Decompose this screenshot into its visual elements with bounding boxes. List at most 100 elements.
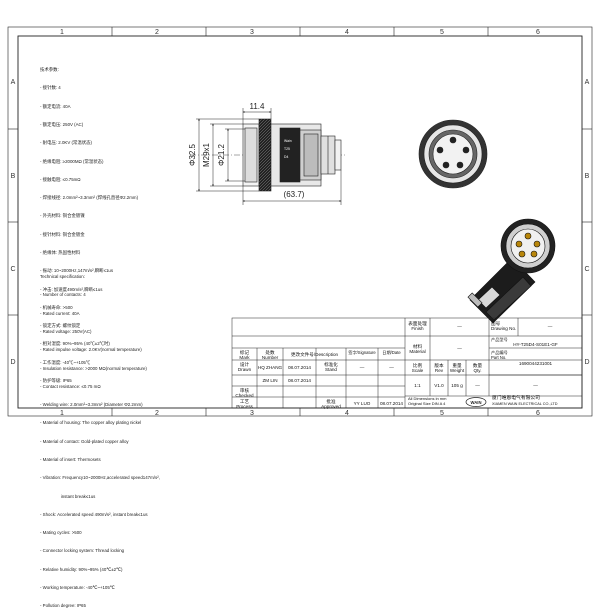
spec-cn-line: - 额定电压: 250V (AC) [40, 122, 84, 128]
tb-extra-value: — [533, 383, 538, 388]
spec-en-line: - Shock: Accelerated speed 490m/s², inst… [40, 511, 148, 517]
spec-en-line: - Rated voltage: 250V(AC) [40, 329, 92, 335]
spec-cn-line: - 振动: 10~2000Hz,147m/s²,瞬断≤1us [40, 268, 114, 274]
spec-cn-line: - 耐电压: 2.0KV (常温状态) [40, 140, 92, 146]
dim-outer-diameter: Φ32.5 [188, 143, 197, 166]
tb-sign: 签字/Signature [348, 350, 376, 355]
tb-rev-value: V1.0 [434, 383, 444, 388]
tb-change: 更改文件号/Description [290, 352, 339, 357]
tb-scale-value: 1:1 [414, 383, 421, 388]
spec-cn-line: - 冲击: 加速度490m/s²,瞬断≤1us [40, 286, 103, 292]
zone-top-2: 2 [155, 29, 159, 36]
dim-total-length: (63.7) [284, 190, 305, 199]
tb-checked-date: 08.07.2014 [288, 378, 311, 383]
tb-approved-name: YY LUO [353, 401, 371, 406]
zone-right-a: A [585, 79, 590, 86]
spec-en-line: - Vibration: Frequency10~2000Hz,accelera… [40, 475, 160, 481]
connector-photo [467, 218, 556, 324]
spec-english: Technical specification: - Number of con… [40, 262, 160, 615]
tb-drawn-date: 08.07.2014 [288, 365, 311, 370]
spec-en-line: - Working temperature: -40℃~+105℃ [40, 584, 115, 590]
tb-drawn-name: HQ ZHANG [257, 365, 283, 370]
spec-en-line: - Pollution degree: IP65 [40, 603, 86, 609]
zone-top-5: 5 [440, 29, 444, 36]
spec-cn-line: 技术参数: [40, 67, 59, 73]
tb-checked-name: ZM LIN [262, 378, 278, 383]
zone-bottom-6: 6 [536, 410, 540, 417]
spec-en-line: - Rated current: 40A [40, 310, 80, 316]
zone-right-d: D [584, 359, 589, 366]
spec-cn-line: - 相对湿度: 90%~95% (40℃±2℃时) [40, 341, 110, 347]
spec-en-line: - Material of insert: Thermosets [40, 457, 101, 462]
zone-ticks [8, 27, 592, 416]
spec-en-line: Technical specification: [40, 274, 85, 280]
company-logo: WAIN [465, 397, 487, 407]
spec-cn-line: - 接针数: 4 [40, 85, 61, 91]
zone-right-c: C [584, 266, 589, 273]
drawing-sheet: 1 2 3 4 5 6 1 2 3 4 5 6 A B C D A B C D [7, 26, 593, 608]
zone-left-d: D [10, 359, 15, 366]
drawing-canvas: 1 2 3 4 5 6 1 2 3 4 5 6 A B C D A B C D [7, 26, 593, 417]
zone-bottom-1: 1 [60, 410, 64, 417]
spec-cn-line: - 机械寿命: >500 [40, 304, 73, 310]
tb-drawing-no-value: — [547, 324, 553, 329]
zone-top-4: 4 [345, 29, 349, 36]
zone-right-b: B [585, 173, 590, 180]
spec-en-line: - Relative humidity: 90%~95% (40℃±2℃) [40, 566, 123, 572]
tb-model-label: 产品型号 [491, 337, 508, 342]
zone-top-3: 3 [250, 29, 254, 36]
spec-en-line: - Insulation resistance: >2000 MΩ(normal… [40, 365, 147, 371]
spec-en-line: - Welding wire: 2.0mm²~3.3mm² (Diameter … [40, 402, 143, 408]
spec-en-line: - Number of contacts: 4 [40, 292, 86, 298]
dimension-lines [196, 108, 342, 205]
zone-bottom-3: 3 [250, 410, 254, 417]
spec-en-line: - Mating cycles: >500 [40, 530, 82, 536]
spec-cn-line: - 锁定方式: 螺纹锁定 [40, 323, 81, 329]
spec-cn-line: - 接针材料: 铜合金镀金 [40, 231, 85, 237]
tb-finish-value: — [457, 324, 462, 329]
dim-inner-diameter: Φ21.2 [217, 143, 226, 166]
spec-cn-line: - 绝缘电阻: ≥2000MΩ (常温状态) [40, 158, 104, 164]
svg-text:T25: T25 [284, 147, 290, 151]
svg-text:Wain: Wain [284, 139, 292, 143]
spec-en-line: instant break≤1us [40, 493, 96, 499]
tb-material-value: — [457, 346, 462, 351]
spec-chinese: 技术参数: - 接针数: 4 - 额定电流: 40A - 额定电压: 250V … [40, 55, 138, 390]
spec-cn-line: - 防护等级: IP65 [40, 377, 72, 383]
tb-approved-date: 08.07.2014 [380, 401, 403, 406]
spec-cn-line: - 接触电阻: ≤0.75mΩ [40, 176, 81, 182]
spec-cn-line: - 绝缘体: 热固性材料 [40, 250, 81, 255]
spec-en-line: - Material of contact: Gold-plated coppe… [40, 438, 129, 444]
svg-text:D4: D4 [284, 155, 288, 159]
spec-en-line: - Contact resistance: ≤0.75 mΩ [40, 383, 101, 389]
spec-en-line: - Rated impulse voltage: 2.0KV(normal te… [40, 347, 142, 353]
zone-bottom-5: 5 [440, 410, 444, 417]
zone-top-6: 6 [536, 29, 540, 36]
spec-en-line: - Connector locking system: Thread locki… [40, 548, 125, 554]
tb-model-value: HY-T25D4-S01E1-GF [513, 342, 558, 347]
tb-stand-date-dash: — [389, 365, 394, 370]
spec-cn-line: - 焊接线径: 2.0mm²~3.3mm² (焊线孔直径Φ2.2mm) [40, 195, 139, 201]
logo-text: WAIN [471, 400, 482, 405]
zone-left-b: B [11, 173, 16, 180]
connector-side-view [190, 118, 345, 192]
spec-cn-line: - 工作温度: -40℃~+105℃ [40, 359, 91, 365]
spec-cn-line: - 额定电流: 40A [40, 103, 71, 109]
tb-weight-value: 105 g [451, 383, 463, 388]
tb-stand-dash: — [359, 365, 365, 370]
zone-left-c: C [10, 266, 15, 273]
